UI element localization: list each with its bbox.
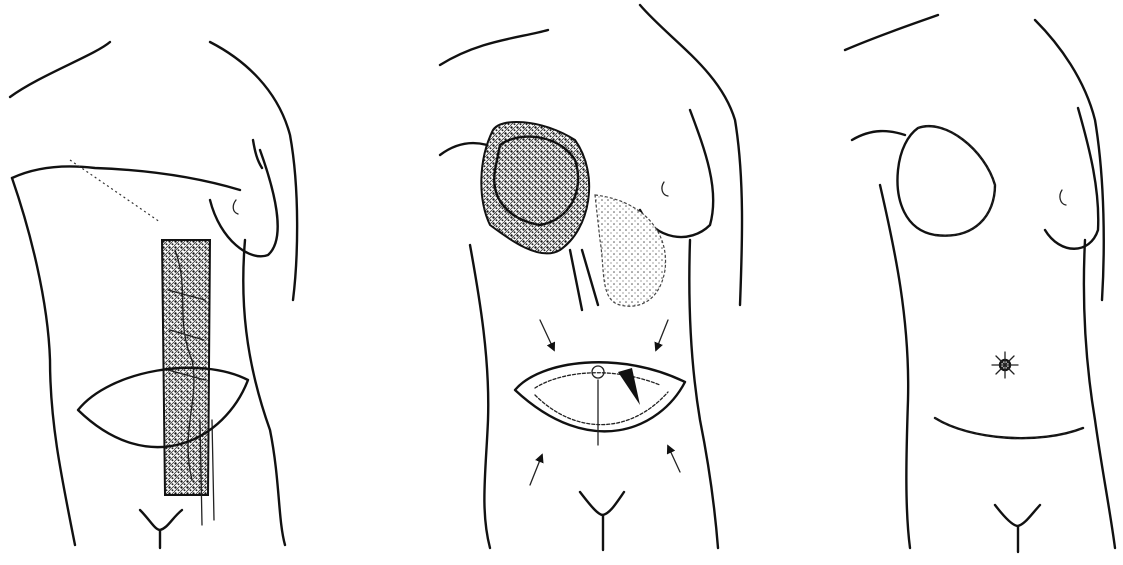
donor-site-ellipse: [515, 362, 685, 445]
new-umbilicus: [992, 352, 1018, 378]
pubic-mark: [580, 492, 624, 550]
breast-right: [1045, 108, 1098, 249]
pubic-mark: [140, 510, 182, 548]
breast-right: [640, 110, 713, 237]
rectus-muscle-strip: [162, 240, 214, 525]
breast-right: [210, 140, 278, 256]
transposed-flap: [481, 122, 665, 310]
panel-2-flap-transposition: [440, 5, 742, 550]
torso-outline: [10, 42, 297, 545]
reconstructed-breast: [897, 126, 995, 235]
pubic-mark: [995, 505, 1040, 552]
panel-3-final-result: [845, 15, 1115, 552]
torso-outline: [845, 15, 1115, 548]
abdominal-suture-line: [935, 418, 1083, 438]
panel-1-flap-marking: [10, 42, 297, 548]
torso-outline: [440, 5, 742, 548]
